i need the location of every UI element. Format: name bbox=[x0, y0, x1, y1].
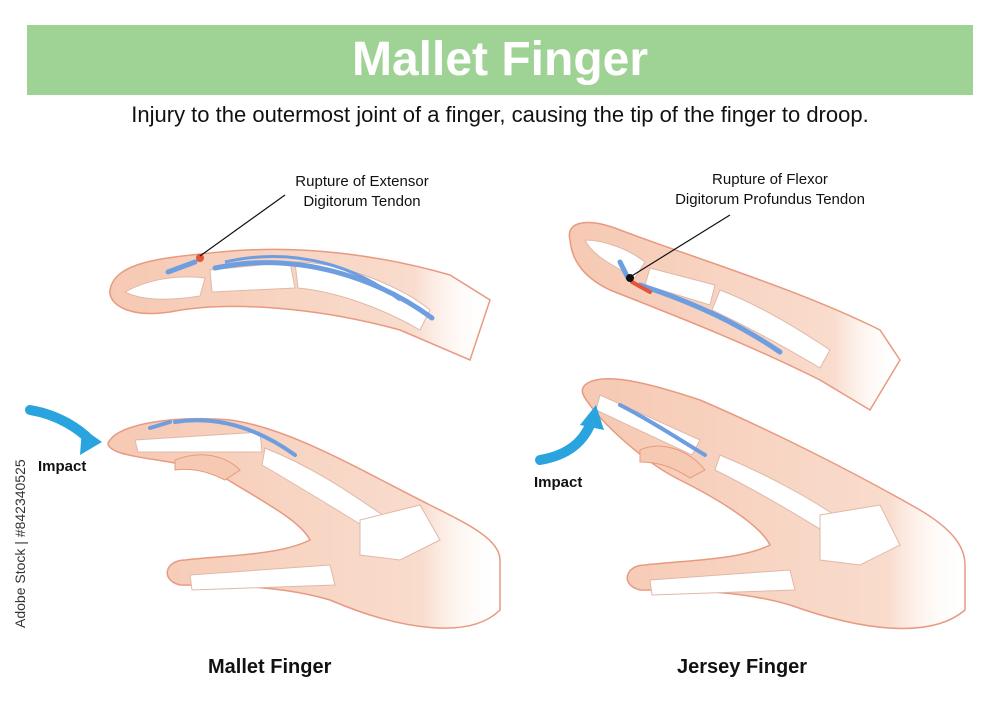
mallet-hand bbox=[25, 405, 501, 629]
caption-jersey-finger: Jersey Finger bbox=[677, 656, 808, 678]
extensor-label-line2: Digitorum Tendon bbox=[303, 193, 421, 210]
impact-arrow-left bbox=[25, 405, 95, 445]
rupture-marker bbox=[196, 254, 204, 262]
title-banner: Mallet Finger bbox=[27, 25, 973, 95]
flexor-label: Rupture of Flexor Digitorum Profundus Te… bbox=[650, 170, 890, 210]
flexor-tendon bbox=[637, 282, 783, 355]
flexor-label-line2: Digitorum Profundus Tendon bbox=[675, 191, 865, 208]
extensor-tendon bbox=[212, 260, 435, 321]
impact-label-right: Impact bbox=[534, 474, 583, 491]
stock-watermark: Adobe Stock | #842340525 bbox=[12, 459, 28, 628]
extensor-label-line1: Rupture of Extensor bbox=[295, 173, 429, 190]
ruptured-tendon-end bbox=[165, 259, 198, 275]
jersey-hand bbox=[535, 377, 966, 630]
flexor-label-line1: Rupture of Flexor bbox=[712, 171, 828, 188]
page-subtitle: Injury to the outermost joint of a finge… bbox=[131, 102, 869, 127]
flexor-pointer-line bbox=[629, 214, 731, 278]
impact-label-left: Impact bbox=[38, 458, 87, 475]
jersey-finger-closeup bbox=[568, 214, 901, 412]
impact-arrow-right bbox=[535, 415, 597, 465]
mallet-finger-closeup bbox=[109, 194, 491, 362]
extensor-label: Rupture of Extensor Digitorum Tendon bbox=[262, 172, 462, 212]
page-title: Mallet Finger bbox=[351, 33, 649, 86]
caption-mallet-finger: Mallet Finger bbox=[208, 656, 332, 678]
extensor-pointer-line bbox=[199, 194, 286, 257]
